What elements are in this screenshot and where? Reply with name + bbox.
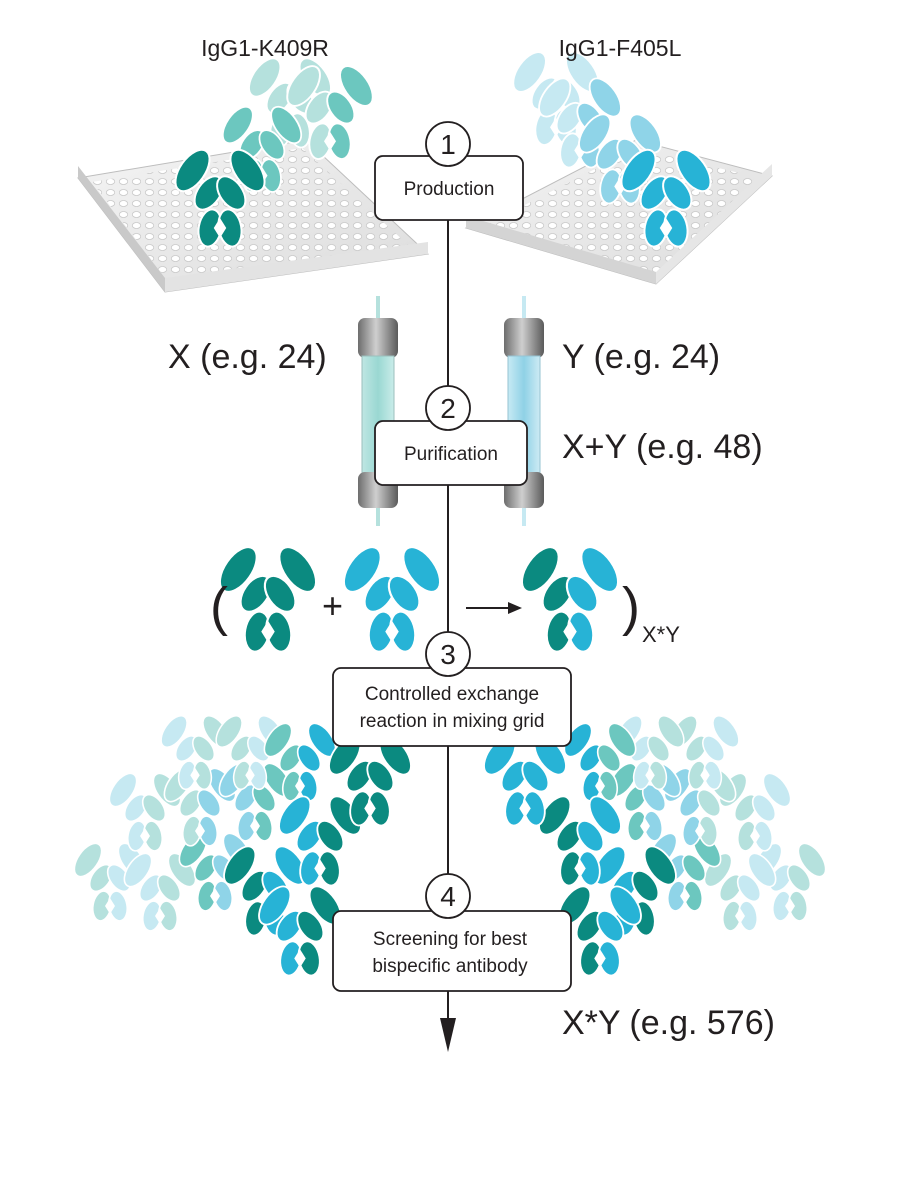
reaction-arrow xyxy=(466,602,522,614)
purification-column-right xyxy=(504,296,544,526)
antibody-icon xyxy=(753,842,827,922)
count-x-times-y: X*Y (e.g. 576) xyxy=(562,1004,775,1042)
antibody-icon xyxy=(483,735,567,827)
step-2: 2 Purification xyxy=(374,385,528,486)
step-4-label-line2: bispecific antibody xyxy=(372,956,528,977)
antibody-icon xyxy=(160,714,230,791)
antibody-icon xyxy=(123,852,197,932)
open-paren: ( xyxy=(210,577,228,637)
step-2-label: Purification xyxy=(404,444,498,465)
strain-label-left: IgG1-K409R xyxy=(201,35,329,61)
antibody-icon xyxy=(174,148,266,248)
close-paren: ) xyxy=(622,577,640,637)
step-3-label-line2: reaction in mixing grid xyxy=(360,711,545,732)
antibody-icon xyxy=(563,722,637,802)
antibody-icon xyxy=(703,852,777,932)
antibody-icon xyxy=(73,842,147,922)
step-1: 1 Production xyxy=(374,121,524,221)
step-2-badge xyxy=(425,385,471,431)
antibody-icon xyxy=(620,148,712,248)
well-plate-left xyxy=(77,139,430,293)
step-3-label-line1: Controlled exchange xyxy=(365,684,539,705)
exchange-equation: ( + ) X*Y xyxy=(210,577,680,647)
step-4-box xyxy=(332,910,572,992)
antibody-icon xyxy=(538,795,622,887)
step-3-badge xyxy=(425,631,471,677)
antibody-icon xyxy=(520,546,620,653)
antibody-icon xyxy=(218,546,318,653)
strain-label-right: IgG1-F405L xyxy=(559,35,682,61)
count-x-plus-y: X+Y (e.g. 48) xyxy=(562,428,763,466)
purification-column-left xyxy=(358,296,398,526)
step-1-number: 1 xyxy=(440,129,456,160)
step-3-number: 3 xyxy=(440,639,456,670)
antibody-icon xyxy=(558,885,642,977)
count-y: Y (e.g. 24) xyxy=(562,338,720,376)
step-4-badge xyxy=(425,873,471,919)
step-1-label: Production xyxy=(404,179,495,200)
step-1-badge xyxy=(425,121,471,167)
antibody-icon xyxy=(286,65,374,160)
step-3-box xyxy=(332,667,572,747)
antibody-icon xyxy=(648,832,722,912)
step-4-number: 4 xyxy=(440,881,456,912)
antibody-icon xyxy=(278,795,362,887)
antibody-icon xyxy=(342,546,442,653)
count-x: X (e.g. 24) xyxy=(168,338,327,376)
subscript-x-times-y: X*Y xyxy=(642,622,680,647)
step-2-number: 2 xyxy=(440,393,456,424)
antibody-icon xyxy=(578,113,662,205)
antibody-icon xyxy=(215,714,285,791)
step-4: 4 Screening for best bispecific antibody xyxy=(332,873,572,992)
step-3: 3 Controlled exchange reaction in mixing… xyxy=(332,631,572,747)
plus-sign: + xyxy=(322,585,343,626)
step-4-label-line1: Screening for best xyxy=(373,929,528,950)
